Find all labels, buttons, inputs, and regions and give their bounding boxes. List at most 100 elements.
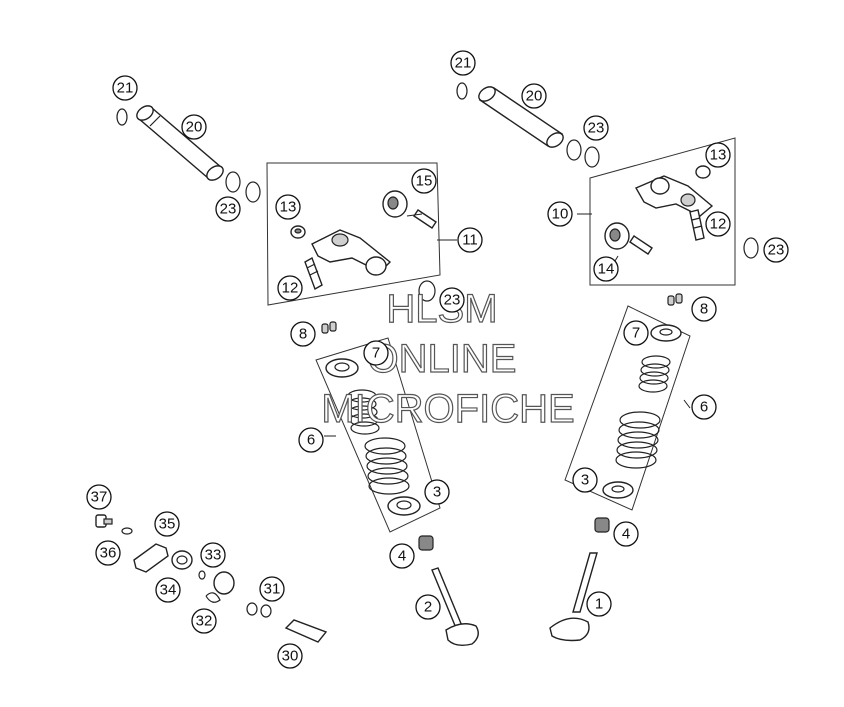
svg-text:11: 11: [462, 232, 478, 249]
svg-text:23: 23: [588, 120, 605, 137]
svg-text:8: 8: [299, 326, 307, 343]
svg-text:30: 30: [282, 648, 299, 665]
callout-10: 10: [547, 201, 573, 227]
callout-20-right: 20: [521, 83, 547, 109]
callout-30: 30: [277, 643, 303, 669]
callout-7-left: 7: [363, 340, 389, 366]
svg-text:8: 8: [700, 301, 708, 318]
valve-keepers-right: [667, 293, 683, 306]
callout-23-left: 23: [215, 196, 241, 222]
svg-text:31: 31: [264, 581, 281, 598]
callout-8-right: 8: [691, 296, 717, 322]
svg-text:7: 7: [632, 325, 640, 342]
svg-text:21: 21: [117, 80, 134, 97]
callout-4-left: 4: [389, 543, 415, 569]
svg-text:4: 4: [622, 526, 630, 543]
callout-15: 15: [411, 168, 437, 194]
rocker-arm-assembly-right: [589, 137, 736, 286]
svg-text:33: 33: [205, 547, 222, 564]
rocker-shaft-right: [478, 86, 564, 148]
svg-text:35: 35: [159, 516, 176, 533]
svg-text:20: 20: [186, 119, 203, 136]
callout-3-right: 3: [572, 467, 598, 493]
svg-text:23: 23: [768, 242, 785, 259]
callout-20-left: 20: [181, 114, 207, 140]
callout-37: 37: [86, 484, 112, 510]
valve-stem-seal-right: [594, 517, 610, 533]
valve-spring-assembly-left: [315, 337, 441, 533]
svg-text:4: 4: [398, 548, 406, 565]
svg-text:36: 36: [100, 545, 117, 562]
callout-12-right: 12: [705, 211, 731, 237]
svg-text:1: 1: [595, 596, 603, 613]
svg-text:23: 23: [220, 201, 237, 218]
rocker-shaft-left: [136, 105, 224, 181]
svg-text:34: 34: [160, 582, 177, 599]
svg-text:6: 6: [700, 399, 708, 416]
callout-14: 14: [593, 256, 619, 282]
svg-text:7: 7: [372, 345, 380, 362]
svg-text:20: 20: [526, 88, 543, 105]
o-ring-23-right-b: [584, 146, 600, 168]
o-ring-23-left-a: [225, 171, 241, 193]
watermark-line-2: ONLINE: [368, 337, 517, 381]
svg-text:37: 37: [91, 489, 108, 506]
callouts: 21 20 23 21 20 23 13 15 11 12 13 10 12 1…: [86, 50, 789, 669]
valve-intake-1: [549, 552, 598, 642]
callout-32: 32: [191, 608, 217, 634]
callout-13-right: 13: [705, 142, 731, 168]
valve-spring-assembly-right: [564, 305, 691, 511]
callout-33: 33: [200, 542, 226, 568]
left-rocker-shaft-group: [116, 105, 261, 203]
callout-36: 36: [95, 540, 121, 566]
watermark: HLSM ONLINE MICROFICHE: [321, 286, 576, 431]
svg-text:32: 32: [196, 613, 213, 630]
o-ring-21-left: [116, 108, 128, 126]
callout-12-left: 12: [277, 275, 303, 301]
inner-valve-spring-right: [638, 355, 671, 393]
callout-11: 11: [457, 227, 483, 253]
svg-text:10: 10: [552, 206, 569, 223]
valve-exhaust-2: [431, 567, 479, 647]
svg-text:12: 12: [282, 280, 299, 297]
callout-23-far-right: 23: [763, 237, 789, 263]
callout-3-left: 3: [424, 479, 450, 505]
svg-text:21: 21: [455, 55, 472, 72]
svg-text:13: 13: [280, 199, 297, 216]
o-ring-23-far-right: [743, 237, 759, 259]
svg-text:2: 2: [424, 599, 432, 616]
callout-34: 34: [155, 577, 181, 603]
callout-21-left: 21: [112, 75, 138, 101]
svg-text:14: 14: [598, 261, 615, 278]
o-ring-23-middle: [418, 280, 436, 302]
o-ring-21-right: [456, 82, 468, 100]
callout-2: 2: [415, 594, 441, 620]
o-ring-23-right-a: [566, 139, 582, 161]
svg-text:13: 13: [710, 147, 727, 164]
decompressor-parts: [95, 514, 328, 643]
callout-13-left: 13: [275, 194, 301, 220]
svg-text:3: 3: [581, 472, 589, 489]
outer-valve-spring-left: [364, 437, 410, 495]
callout-23-right: 23: [583, 115, 609, 141]
valve-stem-seal-left: [418, 535, 434, 551]
svg-text:23: 23: [444, 292, 461, 309]
callout-31: 31: [259, 576, 285, 602]
callout-6-right: 6: [691, 394, 717, 420]
watermark-line-3: MICROFICHE: [321, 387, 574, 431]
svg-text:3: 3: [433, 484, 441, 501]
o-ring-23-left-b: [245, 181, 261, 203]
callout-21-right: 21: [450, 50, 476, 76]
callout-4-right: 4: [613, 521, 639, 547]
callout-8-left: 8: [290, 321, 316, 347]
outer-valve-spring-right: [615, 411, 661, 469]
callout-7-right: 7: [623, 320, 649, 346]
right-rocker-shaft-group: [456, 82, 600, 168]
svg-text:15: 15: [416, 173, 433, 190]
callout-1: 1: [586, 591, 612, 617]
callout-23-middle: 23: [439, 287, 465, 313]
svg-text:6: 6: [307, 432, 315, 449]
callout-35: 35: [154, 511, 180, 537]
inner-valve-spring-left: [347, 389, 380, 435]
